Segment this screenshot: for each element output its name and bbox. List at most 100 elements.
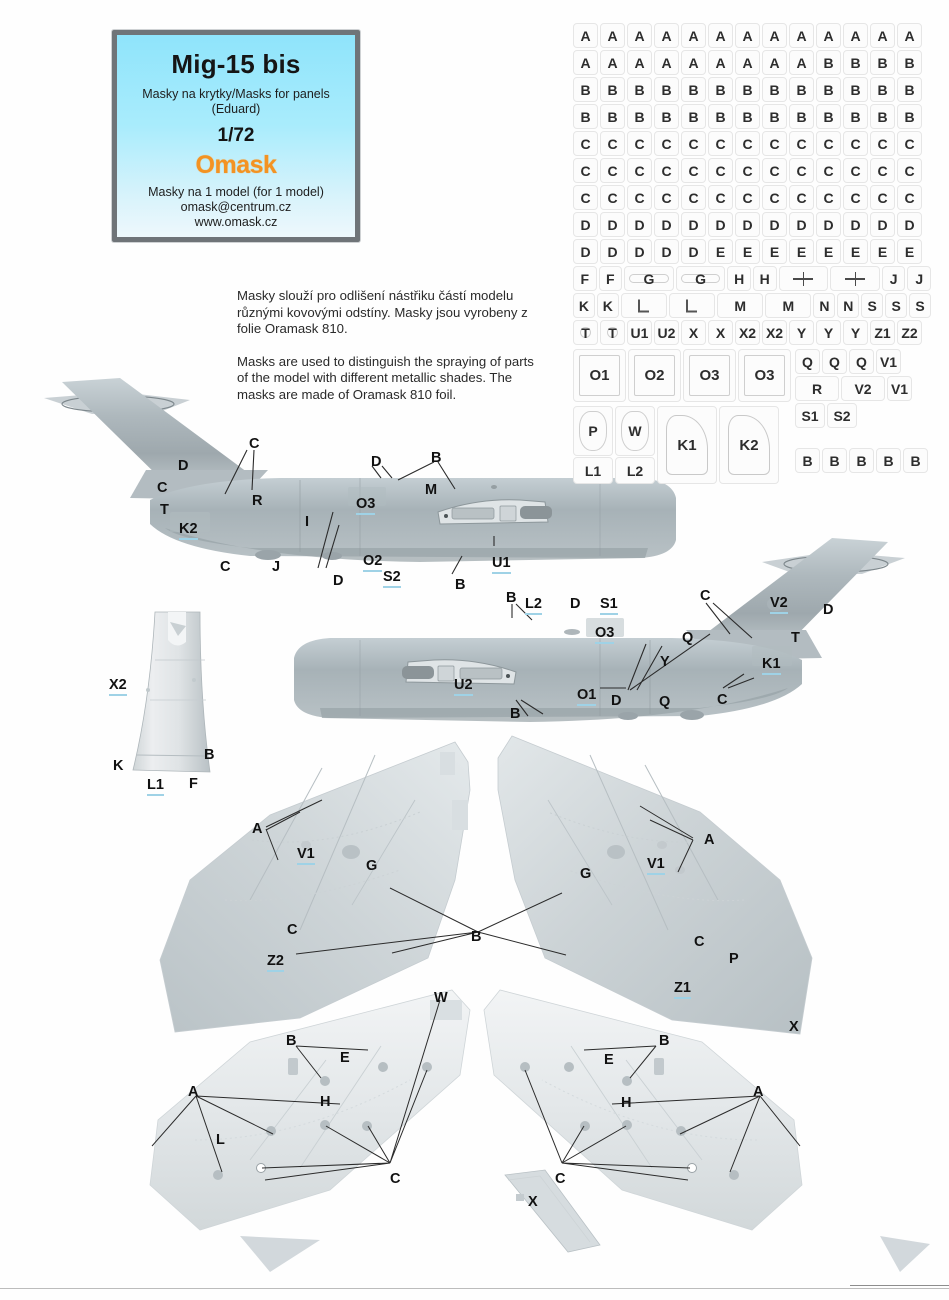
mask-cell-label: B <box>823 81 834 98</box>
callout-wing-lower-left-h: H <box>320 1094 331 1110</box>
callout-wing-upper-left-v1: V1 <box>297 847 315 865</box>
callout-fuselage-right-t: T <box>791 630 800 646</box>
mask-cell-e: E <box>708 239 733 264</box>
mask-cell-a: A <box>708 50 733 75</box>
mask-cell-v1: V1 <box>876 349 901 374</box>
mask-cell-label: K <box>602 297 613 314</box>
mask-cell-c: C <box>735 158 760 183</box>
callout-fuselage-left-k2: K2 <box>179 522 198 540</box>
callout-fuselage-left-s2: S2 <box>383 570 401 588</box>
mask-cell-label: D <box>607 243 618 260</box>
mask-cell-label: D <box>742 216 753 233</box>
mask-cell-label: M <box>734 297 747 314</box>
callout-wing-upper-right-x: X <box>789 1019 799 1035</box>
mask-cell-label: D <box>634 243 645 260</box>
mask-cell-label: X2 <box>765 324 784 341</box>
mask-cell-label: B <box>877 108 888 125</box>
mask-cell-d: D <box>816 212 841 237</box>
mask-cell-label: A <box>796 54 807 71</box>
mask-cell-c: C <box>708 158 733 183</box>
mask-cell-label: A <box>796 27 807 44</box>
mask-cell-k: K <box>573 293 595 318</box>
callout-fuselage-left-c: C <box>157 480 168 496</box>
mask-cell-label: C <box>877 135 888 152</box>
mask-cell-a: A <box>627 50 652 75</box>
mask-cell-label: D <box>877 216 888 233</box>
mask-cell-y: Y <box>816 320 841 345</box>
callout-fuselage-left-u1: U1 <box>492 556 511 574</box>
mask-cell-label: B <box>904 81 915 98</box>
mask-cell-c: C <box>789 131 814 156</box>
mask-cell-a: A <box>735 23 760 48</box>
mask-cell-g: G <box>624 266 674 291</box>
mask-cell-b: B <box>573 104 598 129</box>
mask-cell-label: N <box>819 297 830 314</box>
mask-cell-a: A <box>573 23 598 48</box>
mask-cell-b: B <box>654 104 679 129</box>
mask-cell-label: X2 <box>738 324 757 341</box>
mask-cell-j: J <box>907 266 931 291</box>
mask-cell-a: A <box>870 23 895 48</box>
mask-cell-label: B <box>742 81 753 98</box>
mask-cell-label: B <box>823 54 834 71</box>
mask-cell-s2: S2 <box>827 403 857 428</box>
mask-cell-d: D <box>870 212 895 237</box>
callout-fuselage-right-c: C <box>700 588 711 604</box>
mask-cell-label: V1 <box>879 353 898 370</box>
callout-wing-lower-left-a: A <box>188 1084 199 1100</box>
callout-fuselage-left-d: D <box>333 573 344 589</box>
mask-cell-label: B <box>877 54 888 71</box>
mask-cut-outline <box>680 274 721 283</box>
mask-cell-b: B <box>654 77 679 102</box>
mask-cell-label: B <box>850 54 861 71</box>
mask-cell-b: B <box>816 104 841 129</box>
mask-cell-label: D <box>661 216 672 233</box>
callout-fuselage-right-o3: O3 <box>595 626 615 644</box>
mask-cell-x <box>778 266 829 291</box>
mask-cell-a: A <box>654 50 679 75</box>
mask-cell-label: A <box>715 54 726 71</box>
mask-cell-n: N <box>813 293 836 318</box>
mask-cell-k: K <box>596 293 619 318</box>
mask-cell-t: T <box>573 320 598 345</box>
mask-cell-label: D <box>607 216 618 233</box>
mask-cell-label: D <box>580 243 591 260</box>
mask-cell-label: S <box>891 297 901 314</box>
mask-cell-label: E <box>823 243 834 260</box>
mask-cell-label: A <box>634 27 645 44</box>
mask-cell-c: C <box>627 158 652 183</box>
mask-cell-label: D <box>661 243 672 260</box>
callout-fuselage-left-d: D <box>371 454 382 470</box>
mask-cell-r: R <box>795 376 839 401</box>
mask-cell-label: B <box>856 452 867 469</box>
mask-cell-x2: X2 <box>762 320 787 345</box>
mask-cell-label: D <box>850 216 861 233</box>
callout-fuselage-right-o1: O1 <box>577 688 597 706</box>
callout-nose-section-x2: X2 <box>109 678 127 696</box>
mask-cell-label: C <box>877 162 888 179</box>
mask-cell-q: Q <box>795 349 820 374</box>
mask-cell-b: B <box>816 77 841 102</box>
callout-wing-lower-left-l: L <box>216 1132 225 1148</box>
mask-cell-c: C <box>897 131 922 156</box>
mask-cell-n: N <box>837 293 860 318</box>
mask-cell-label: C <box>769 189 780 206</box>
l-corner-icon <box>686 299 698 312</box>
mask-cell-k1: K1 <box>657 406 717 484</box>
callout-wing-lower-right-c: C <box>555 1171 566 1187</box>
mask-cell-o3: O3 <box>738 349 791 402</box>
mask-cell-c: C <box>762 158 787 183</box>
mask-cell-label: D <box>688 216 699 233</box>
mask-cell-k2: K2 <box>719 406 779 484</box>
mask-cell-b: B <box>573 77 598 102</box>
mask-cell-d: D <box>573 212 598 237</box>
mask-cell-c: C <box>870 185 895 210</box>
mask-cell-a: A <box>789 50 814 75</box>
mask-cell-label: C <box>742 189 753 206</box>
mask-cell-q: Q <box>822 349 847 374</box>
mask-cell-a: A <box>600 23 625 48</box>
